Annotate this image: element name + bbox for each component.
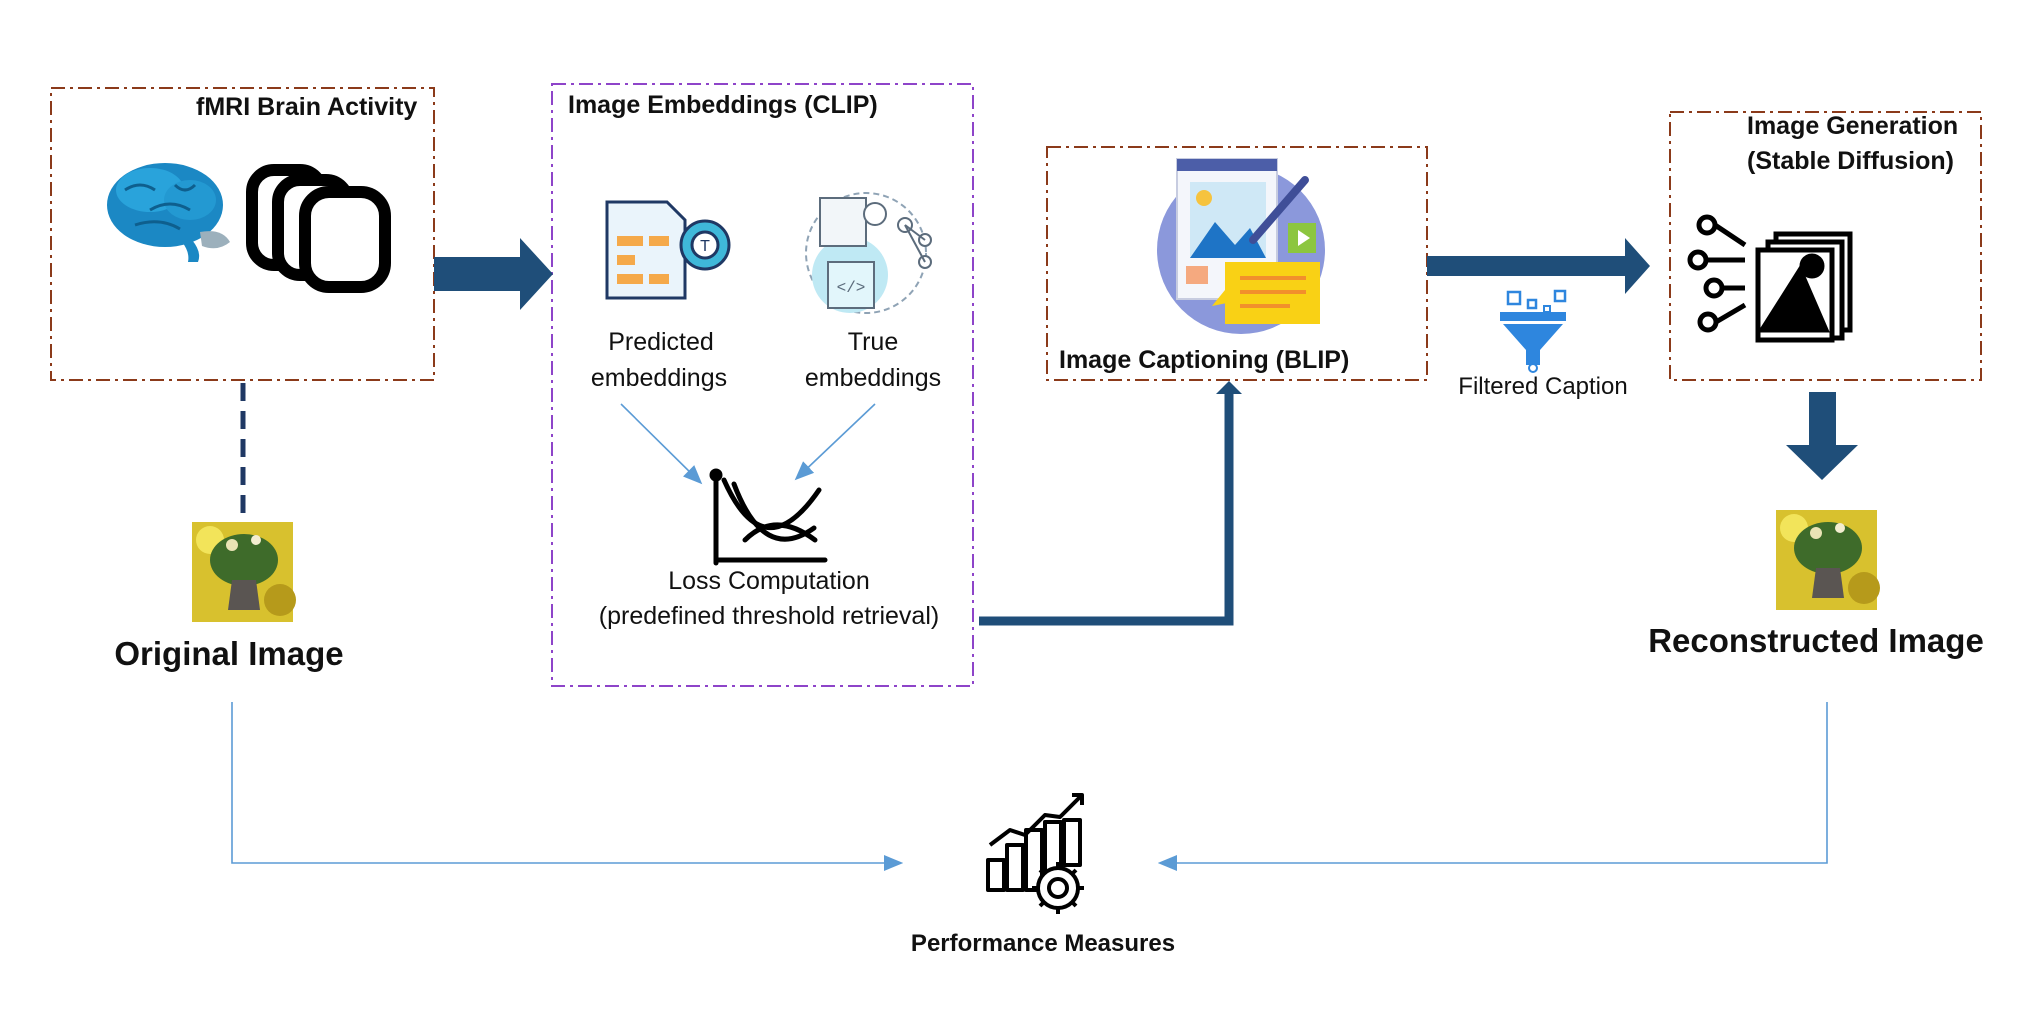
original-image-label: Original Image: [114, 635, 344, 672]
arrow-loss-to-captioning: [979, 392, 1234, 626]
loss-curve-icon: [709, 468, 828, 566]
original-image-thumbnail: [192, 522, 296, 622]
svg-text:T: T: [700, 238, 710, 255]
image-caption-icon: [1157, 158, 1325, 334]
arrow-captioning-to-generation: [1427, 238, 1650, 294]
arrow-predicted-to-loss: [620, 403, 703, 485]
reconstructed-image-thumbnail: [1776, 510, 1880, 610]
arrow-reconstructed-to-performance: [1157, 702, 1828, 871]
loss-computation-label-1: Loss Computation: [668, 567, 870, 595]
fmri-box: [50, 87, 435, 381]
filtered-caption-label: Filtered Caption: [1458, 373, 1628, 400]
performance-measures-label: Performance Measures: [910, 930, 1176, 957]
arrow-original-to-performance: [231, 702, 904, 871]
svg-text:</>: </>: [837, 279, 866, 297]
predicted-embeddings-label-2: embeddings: [590, 364, 728, 392]
image-generation-icon: [1687, 214, 1853, 343]
captioning-box-title: Image Captioning (BLIP): [1059, 346, 1350, 374]
reconstructed-image-label: Reconstructed Image: [1648, 622, 1984, 659]
document-gear-icon: T: [605, 200, 731, 300]
arrow-fmri-to-embeddings: [434, 238, 553, 310]
generation-box-title-2: (Stable Diffusion): [1747, 147, 1954, 175]
arrow-true-to-loss: [794, 403, 876, 481]
arrow-generation-down: [1786, 392, 1858, 480]
true-embeddings-label-2: embeddings: [804, 364, 942, 392]
embeddings-box: [551, 83, 974, 687]
predicted-embeddings-label-1: Predicted: [608, 328, 714, 356]
loss-computation-label-2: (predefined threshold retrieval): [598, 602, 940, 630]
generation-box: [1669, 111, 1982, 381]
stacked-frames-icon: [246, 164, 391, 293]
generation-box-title-1: Image Generation: [1747, 112, 1959, 140]
performance-gear-chart-icon: [986, 793, 1084, 914]
chip-network-icon: </>: [805, 192, 932, 314]
true-embeddings-label-1: True: [847, 328, 899, 356]
embeddings-box-title: Image Embeddings (CLIP): [568, 91, 878, 119]
filter-funnel-icon: [1500, 289, 1567, 373]
brain-icon: [107, 163, 230, 262]
fmri-box-title: fMRI Brain Activity: [196, 93, 418, 121]
